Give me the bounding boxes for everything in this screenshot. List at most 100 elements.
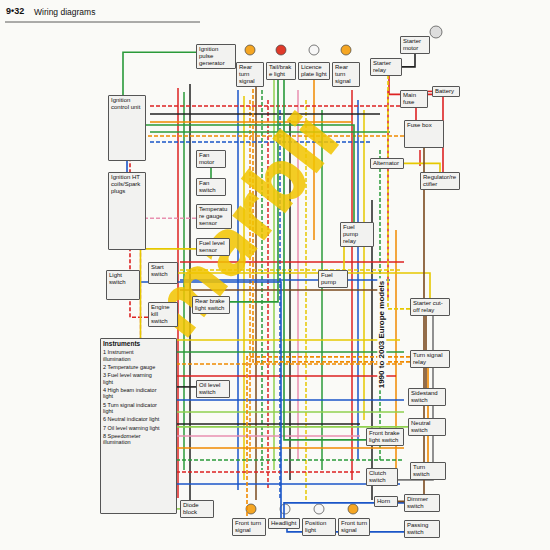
lamp-legend-item: 5 Turn signal indicator light xyxy=(103,402,160,415)
wire-connector xyxy=(398,148,424,501)
component-label: Start switch xyxy=(151,264,175,278)
component-label: Horn xyxy=(377,498,395,505)
starter-relay: Starter relay xyxy=(370,58,402,76)
component-label: Front turn signal xyxy=(341,520,367,534)
component-label: Fuse box xyxy=(407,122,441,129)
fan-motor: Fan motor xyxy=(196,150,226,168)
component-label: Passing switch xyxy=(407,522,437,536)
temperature-sensor: Temperature gauge sensor xyxy=(196,204,232,229)
passing-switch: Passing switch xyxy=(404,520,440,538)
battery: Battery xyxy=(432,86,460,97)
component-label: Temperature gauge sensor xyxy=(199,206,229,227)
component-label: Instruments xyxy=(103,340,160,347)
component-label: Fuel level sensor xyxy=(199,240,227,254)
fan-switch: Fan switch xyxy=(196,178,226,196)
wire-connector xyxy=(343,247,345,270)
component-label: Ignition pulse generator xyxy=(199,46,233,67)
component-label: Alternator xyxy=(373,160,401,167)
page-title: Wiring diagrams xyxy=(34,7,95,17)
dimmer-switch: Dimmer switch xyxy=(404,494,440,512)
alternator: Alternator xyxy=(370,158,404,169)
component-label: Licence plate light xyxy=(301,64,327,78)
lamp-legend-item: 2 Temperature gauge xyxy=(103,364,160,370)
component-label: Rear turn signal xyxy=(239,64,261,85)
instrument-panel: Instruments 1 Instrument illumination 2 Te… xyxy=(100,338,177,514)
pulse-generator: Ignition pulse generator xyxy=(196,44,236,69)
fuse-box: Fuse box xyxy=(404,120,444,148)
turn-switch: Turn switch xyxy=(410,462,446,480)
light-switch: Light switch xyxy=(106,270,140,300)
component-label: Sidestand switch xyxy=(411,390,443,404)
oil-level-switch: Oil level switch xyxy=(196,380,230,398)
turn-signal-bulb: Front turn signal xyxy=(338,518,370,536)
component-label: Turn signal relay xyxy=(413,352,447,366)
component-label: Tail/brake light xyxy=(269,64,293,78)
component-label: Diode block xyxy=(183,502,211,516)
wire-connector xyxy=(415,108,417,120)
component-label: Front brake light switch xyxy=(369,430,401,444)
wire-bundle xyxy=(5,22,420,500)
component-label: Clutch switch xyxy=(369,470,395,484)
fuel-pump: Fuel pump xyxy=(318,270,348,288)
lamp-legend-item: 8 Speedometer illumination xyxy=(103,433,160,446)
component-label: Fuel pump relay xyxy=(343,224,371,245)
licence-light-bulb: Licence plate light xyxy=(298,62,330,80)
start-switch: Start switch xyxy=(148,262,178,284)
regulator-rectifier: Regulator/rectifier xyxy=(420,172,460,190)
ignition-coil: Ignition HT coils/Spark plugs xyxy=(108,172,146,250)
wire-connector xyxy=(210,168,212,178)
horn: Horn xyxy=(374,496,398,507)
component-label: Fan switch xyxy=(199,180,223,194)
clutch-switch: Clutch switch xyxy=(366,468,398,486)
starter-motor: Starter motor xyxy=(400,36,430,54)
lamp-legend-item: 1 Instrument illumination xyxy=(103,349,160,362)
component-label: Dimmer switch xyxy=(407,496,437,510)
component-label: Starter motor xyxy=(403,38,427,52)
component-label: Oil level switch xyxy=(199,382,227,396)
model-caption: 1990 to 2003 Europe models xyxy=(377,279,386,391)
position-light-bulb: Position light xyxy=(302,518,336,536)
component-label: Position light xyxy=(305,520,333,534)
wire-connector xyxy=(404,163,440,172)
brake-light-switch: Rear brake light switch xyxy=(192,296,230,314)
turn-signal-bulb: Front turn signal xyxy=(232,518,266,536)
component-label: Light switch xyxy=(109,272,137,286)
headlight-bulb: Headlight xyxy=(268,518,300,529)
component-label: Neutral switch xyxy=(411,420,443,434)
component-label: Fuel pump xyxy=(321,272,345,286)
lamp-legend-item: 3 Fuel level warning light xyxy=(103,372,160,385)
lamp-legend-item: 7 Oil level warning light xyxy=(103,425,160,431)
component-label: Headlight xyxy=(271,520,297,527)
turn-signal-bulb: Rear turn signal xyxy=(236,62,264,87)
sidestand-switch: Sidestand switch xyxy=(408,388,446,406)
page-number: 9•32 xyxy=(6,6,24,16)
wire-connector xyxy=(177,386,196,388)
fuel-level-sensor: Fuel level sensor xyxy=(196,238,230,256)
ignition-control-unit: Ignition control unit xyxy=(108,95,146,161)
component-label: Rear brake light switch xyxy=(195,298,227,312)
component-label: Engine kill switch xyxy=(151,304,175,325)
component-label: Ignition control unit xyxy=(111,97,143,111)
component-label: Turn switch xyxy=(413,464,443,478)
component-label: Ignition HT coils/Spark plugs xyxy=(111,174,143,195)
component-label: Battery xyxy=(435,88,457,95)
fuel-pump-relay: Fuel pump relay xyxy=(340,222,374,247)
wire-connector xyxy=(402,54,415,67)
brake-light-switch: Front brake light switch xyxy=(366,428,404,446)
wire-connector xyxy=(123,52,196,95)
component-label: Regulator/rectifier xyxy=(423,174,457,188)
wire-connector xyxy=(126,161,128,172)
lamp-legend-item: 6 Neutral indicator light xyxy=(103,416,160,422)
lamp-legend-item: 4 High beam indicator light xyxy=(103,387,160,400)
tail-light-bulb: Tail/brake light xyxy=(266,62,296,80)
component-label: Starter relay xyxy=(373,60,399,74)
starter-cutoff-relay: Starter cut-off relay xyxy=(410,298,450,316)
component-label: Starter cut-off relay xyxy=(413,300,447,314)
kill-switch: Engine kill switch xyxy=(148,302,178,327)
main-fuse: Main fuse xyxy=(400,90,428,108)
wire-connector xyxy=(427,368,429,462)
neutral-switch: Neutral switch xyxy=(408,418,446,436)
component-label: Front turn signal xyxy=(235,520,263,534)
